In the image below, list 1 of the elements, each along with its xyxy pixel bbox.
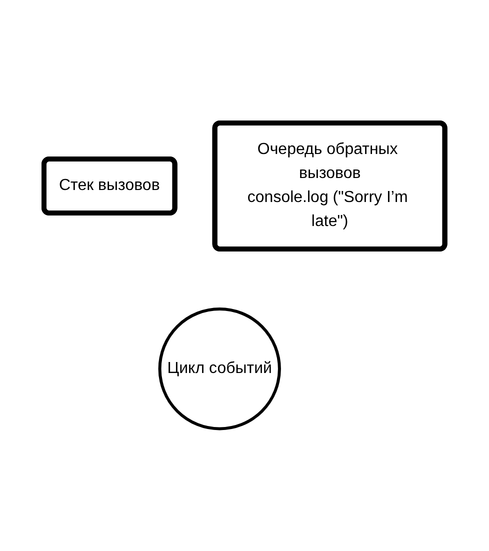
node-circle: Цикл событий bbox=[158, 307, 282, 430]
